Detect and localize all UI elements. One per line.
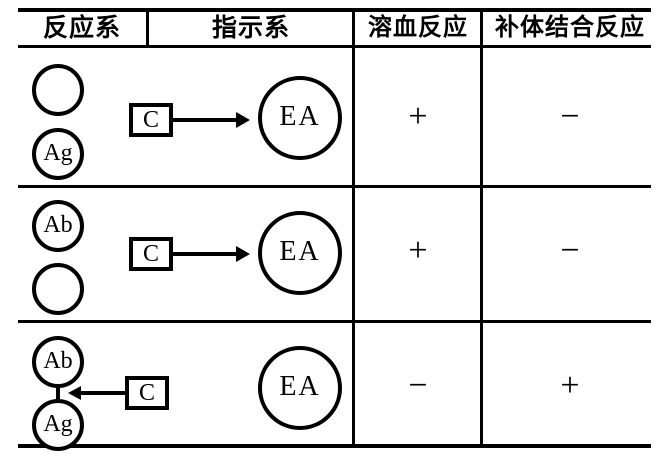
row-1-complement-fixation-result: − [560,98,580,135]
row-1-complement-label: C [142,106,159,133]
column-divider-4 [480,8,483,446]
row-3-complement-box: C [125,376,169,410]
row-3-antibody-circle: Ab [32,336,84,388]
row-3-complement-label: C [138,379,155,406]
row-3-complement-fixation-result: + [560,367,580,404]
row-2-complement-fixation-result: − [560,232,580,269]
row-2-hemolysis-result: + [408,232,428,269]
row-3-indicator-label: EA [279,371,321,402]
row-3-top-circle-label: Ab [43,347,73,374]
header-bottom-border [18,45,651,48]
row-1-antigen-circle: Ag [32,128,84,180]
row-3-antigen-antibody-link [56,386,60,402]
column-divider-3 [352,8,355,446]
table-bottom-border [18,444,651,448]
row-2-bottom-border [18,320,651,323]
table-top-border [18,8,651,12]
row-1-complement-box: C [129,103,173,137]
table-row [32,64,84,116]
row-2-antibody-circle: Ab [32,200,84,252]
column-header-reaction-system: 反应系 [42,13,121,42]
row-2-indicator-circle: EA [258,211,342,295]
row-1-arrow-shaft [171,118,241,122]
row-3-arrow-head-left-icon [68,386,81,400]
column-header-indicator-system: 指示系 [211,13,290,42]
row-3-hemolysis-result: − [408,367,428,404]
row-1-bottom-circle-label: Ag [43,139,73,166]
row-3-antigen-circle: Ag [32,399,84,451]
row-2-indicator-label: EA [279,236,321,267]
row-2-arrow-shaft [171,252,241,256]
row-3-indicator-circle: EA [258,346,342,430]
row-2-complement-label: C [142,240,159,267]
row-1-hemolysis-result: + [408,98,428,135]
row-1-bottom-border [18,185,651,188]
header-column-divider-1 [146,10,149,46]
row-1-indicator-label: EA [279,101,321,132]
row-1-indicator-circle: EA [258,76,342,160]
row-2-empty-circle [32,263,84,315]
row-2-top-circle-label: Ab [43,211,73,238]
row-3-bottom-circle-label: Ag [43,410,73,437]
row-1-arrow-head-right-icon [236,112,250,128]
row-3-arrow-shaft [80,391,127,395]
row-2-complement-box: C [129,237,173,271]
column-header-hemolysis: 溶血反应 [368,13,468,41]
column-header-complement-fixation: 补体结合反应 [495,13,645,41]
row-2-arrow-head-right-icon [236,246,250,262]
